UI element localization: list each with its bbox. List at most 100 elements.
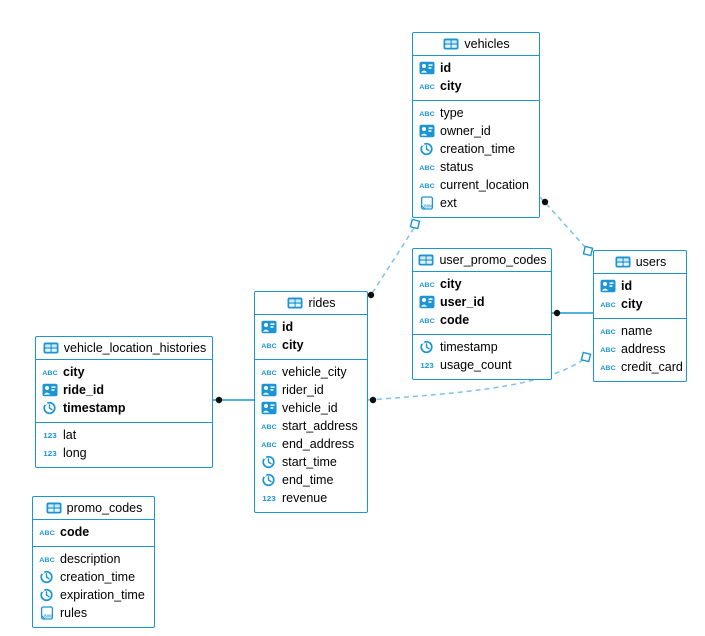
table-header[interactable]: promo_codes <box>33 497 154 520</box>
column-row-timestamp[interactable]: timestamp <box>36 399 212 417</box>
column-row-id[interactable]: id <box>413 59 539 77</box>
key-columns-section: ABC code <box>33 520 154 547</box>
text-type-icon: ABC <box>599 324 617 338</box>
svg-text:123: 123 <box>420 363 434 370</box>
column-row-creation_time[interactable]: creation_time <box>33 568 154 586</box>
text-type-icon: ABC <box>38 525 56 539</box>
svg-text:ABC: ABC <box>600 302 616 309</box>
clock-icon <box>418 142 436 156</box>
svg-text:ABC: ABC <box>419 318 435 325</box>
column-name: city <box>621 297 643 311</box>
column-name: end_time <box>282 473 334 487</box>
column-row-end_time[interactable]: end_time <box>255 471 367 489</box>
text-type-icon: ABC <box>418 79 436 93</box>
column-name: status <box>440 160 474 174</box>
table-title: rides <box>308 296 336 310</box>
column-row-rules[interactable]: JSON rules <box>33 604 154 622</box>
column-row-user_id[interactable]: user_id <box>413 293 551 311</box>
column-name: id <box>621 279 633 293</box>
relation-endpoint-square <box>580 351 592 363</box>
column-name: timestamp <box>63 401 126 415</box>
column-row-city[interactable]: ABC city <box>594 295 686 313</box>
column-row-expiration_time[interactable]: expiration_time <box>33 586 154 604</box>
table-header[interactable]: vehicle_location_histories <box>36 337 212 360</box>
column-row-ride_id[interactable]: ride_id <box>36 381 212 399</box>
column-row-timestamp[interactable]: timestamp <box>413 338 551 356</box>
table-title: users <box>635 255 667 269</box>
relation-rides-users <box>367 359 584 401</box>
column-row-id[interactable]: id <box>594 277 686 295</box>
relation-vehicles-users <box>539 196 587 249</box>
column-name: rider_id <box>282 383 324 397</box>
table-icon <box>45 501 63 515</box>
text-type-icon: ABC <box>260 437 278 451</box>
text-type-icon: ABC <box>599 297 617 311</box>
column-name: description <box>60 552 121 566</box>
table-header[interactable]: rides <box>255 292 367 315</box>
column-row-vehicle_id[interactable]: vehicle_id <box>255 399 367 417</box>
table-header[interactable]: vehicles <box>413 33 539 56</box>
column-name: ride_id <box>63 383 104 397</box>
column-row-start_time[interactable]: start_time <box>255 453 367 471</box>
id-badge-icon <box>260 383 278 397</box>
column-row-code[interactable]: ABC code <box>33 523 154 541</box>
relation-endpoint-dot <box>367 291 375 299</box>
table-header[interactable]: user_promo_codes <box>413 249 551 272</box>
svg-text:JSON: JSON <box>43 613 52 618</box>
svg-text:ABC: ABC <box>600 365 616 372</box>
column-row-creation_time[interactable]: creation_time <box>413 140 539 158</box>
svg-text:ABC: ABC <box>600 329 616 336</box>
relation-endpoint-dot <box>541 198 549 206</box>
text-type-icon: ABC <box>260 338 278 352</box>
column-row-status[interactable]: ABC status <box>413 158 539 176</box>
column-row-id[interactable]: id <box>255 318 367 336</box>
table-header[interactable]: users <box>594 251 686 274</box>
svg-text:ABC: ABC <box>419 111 435 118</box>
text-type-icon: ABC <box>418 160 436 174</box>
number-type-icon: 123 <box>418 358 436 372</box>
relation-endpoint-square <box>409 218 421 230</box>
relation-vehicles-rides <box>370 227 415 296</box>
relation-endpoint-dot <box>369 396 377 404</box>
column-name: vehicle_city <box>282 365 347 379</box>
column-row-owner_id[interactable]: owner_id <box>413 122 539 140</box>
column-name: code <box>60 525 90 539</box>
svg-text:ABC: ABC <box>42 370 58 377</box>
table-title: promo_codes <box>66 501 143 515</box>
column-row-rider_id[interactable]: rider_id <box>255 381 367 399</box>
id-badge-icon <box>599 279 617 293</box>
column-name: rules <box>60 606 88 620</box>
column-name: user_id <box>440 295 485 309</box>
column-name: timestamp <box>440 340 498 354</box>
